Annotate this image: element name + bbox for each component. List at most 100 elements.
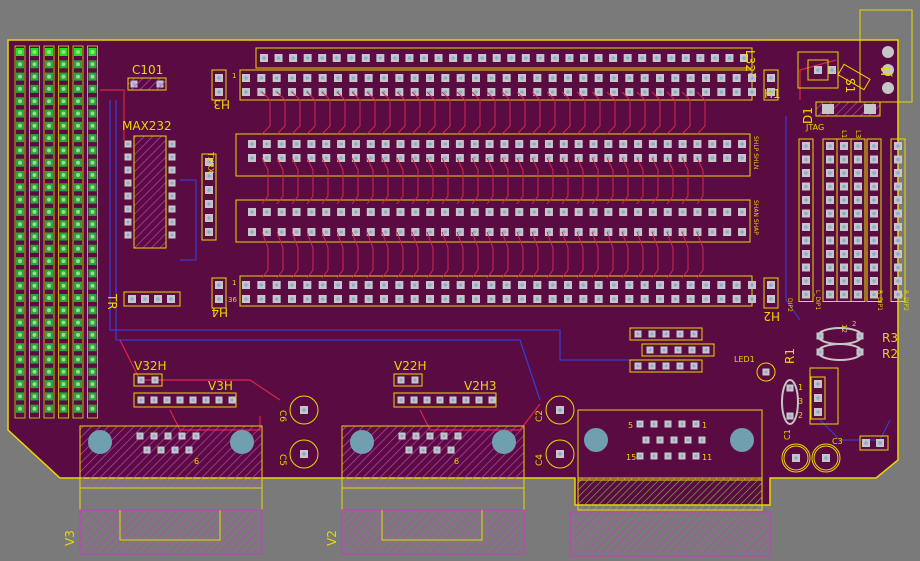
pad-hole xyxy=(152,434,156,438)
grid-pad-hole xyxy=(32,320,37,325)
label-r1: R1 xyxy=(783,348,797,364)
grid-pad-hole xyxy=(32,111,37,116)
grid-pad-hole xyxy=(90,50,95,54)
tr-header xyxy=(123,291,181,307)
pin-label-l1: L1 xyxy=(840,130,848,138)
trace xyxy=(291,157,299,205)
db9-shell xyxy=(341,509,525,555)
pad-hole xyxy=(678,332,682,336)
trace xyxy=(636,91,646,135)
grid-pad-hole xyxy=(76,62,80,67)
trace xyxy=(606,231,614,279)
pad-hole xyxy=(354,230,358,234)
trace xyxy=(291,231,299,279)
grid-pad-hole xyxy=(18,209,22,214)
capacitor-outline xyxy=(811,443,841,473)
pad-hole xyxy=(170,142,174,146)
pad-hole xyxy=(872,225,876,229)
v3h-header xyxy=(133,392,237,408)
txrx-header xyxy=(201,153,217,241)
trace xyxy=(591,157,599,205)
pad-hole xyxy=(412,76,417,80)
pad-hole xyxy=(678,364,682,368)
pad-hole xyxy=(688,297,693,301)
pad-hole xyxy=(294,210,299,214)
trace xyxy=(516,91,526,135)
pad-hole xyxy=(651,142,655,146)
pad-hole xyxy=(650,364,654,368)
grid-pad-hole xyxy=(90,111,95,116)
pad-hole xyxy=(567,56,572,60)
pad-hole xyxy=(666,454,670,458)
pad-hole xyxy=(596,56,601,60)
capacitor-outline xyxy=(289,439,319,469)
pad-hole xyxy=(710,156,715,160)
pad-hole xyxy=(407,448,411,452)
pad-hole xyxy=(704,90,708,94)
pad-hole xyxy=(818,334,822,338)
grid-pad-hole xyxy=(47,320,51,325)
grid-pad-hole xyxy=(32,308,37,313)
pad-hole xyxy=(842,225,846,229)
pad-hole xyxy=(872,171,876,175)
grid-pad-hole xyxy=(47,234,51,239)
pad-hole xyxy=(443,297,448,301)
pad-hole xyxy=(436,56,441,60)
pad-hole xyxy=(474,297,478,301)
label-v22h: V22H xyxy=(394,359,427,373)
grid-pad-hole xyxy=(18,160,22,165)
pad-hole xyxy=(804,171,808,175)
grid-pad-hole xyxy=(47,148,51,153)
pad-hole xyxy=(896,292,900,297)
trace xyxy=(799,59,837,100)
pin-label-2-u1: 2 xyxy=(798,411,803,420)
pad-hole xyxy=(126,155,130,159)
j1-pad-3 xyxy=(882,82,894,94)
pad-hole xyxy=(399,378,403,382)
pad-hole xyxy=(207,174,211,178)
trace xyxy=(576,91,586,135)
grid-pad-hole xyxy=(76,185,80,190)
pad-hole xyxy=(636,332,640,336)
trace xyxy=(621,231,629,279)
pad-hole xyxy=(443,283,448,287)
pad-hole xyxy=(872,292,876,297)
pad-hole xyxy=(804,265,808,270)
pad-hole xyxy=(339,210,343,214)
grid-pad-hole xyxy=(76,160,80,165)
pad-hole xyxy=(354,156,358,160)
grid-pad-hole xyxy=(47,369,51,374)
pad-hole xyxy=(250,230,254,234)
grid-pad-hole xyxy=(61,148,66,153)
pad-hole xyxy=(520,297,524,301)
grid-pad-hole xyxy=(76,357,80,362)
pad-hole xyxy=(383,156,388,160)
pad-hole xyxy=(250,142,254,146)
grid-pad-hole xyxy=(47,74,51,79)
trace xyxy=(306,157,314,205)
trace xyxy=(381,231,389,279)
label-ctrl: SHLP SHLN xyxy=(752,136,759,169)
pad-hole xyxy=(351,283,356,287)
grid-pad-hole xyxy=(76,394,80,399)
pad-hole xyxy=(290,297,294,301)
label-sha: SHAN SHAP xyxy=(752,200,759,235)
pad-hole xyxy=(532,142,536,146)
pad-hole xyxy=(399,398,403,402)
pad-hole xyxy=(250,210,254,214)
trace xyxy=(456,231,464,279)
pad-hole xyxy=(562,210,566,214)
grid-pad-hole xyxy=(18,111,22,116)
pad-hole xyxy=(428,230,432,234)
trace xyxy=(681,91,691,135)
u1-footprint xyxy=(809,367,839,425)
grid-pad-hole xyxy=(61,369,66,374)
grid-pad-hole xyxy=(61,296,66,300)
h2-outline xyxy=(763,277,779,309)
grid-pad-hole xyxy=(18,197,22,202)
pad-hole xyxy=(126,168,130,172)
capacitor-outline xyxy=(545,439,575,469)
pad-hole xyxy=(517,210,522,214)
pin-label-2: 2 xyxy=(852,320,856,328)
pad-hole xyxy=(896,279,900,283)
